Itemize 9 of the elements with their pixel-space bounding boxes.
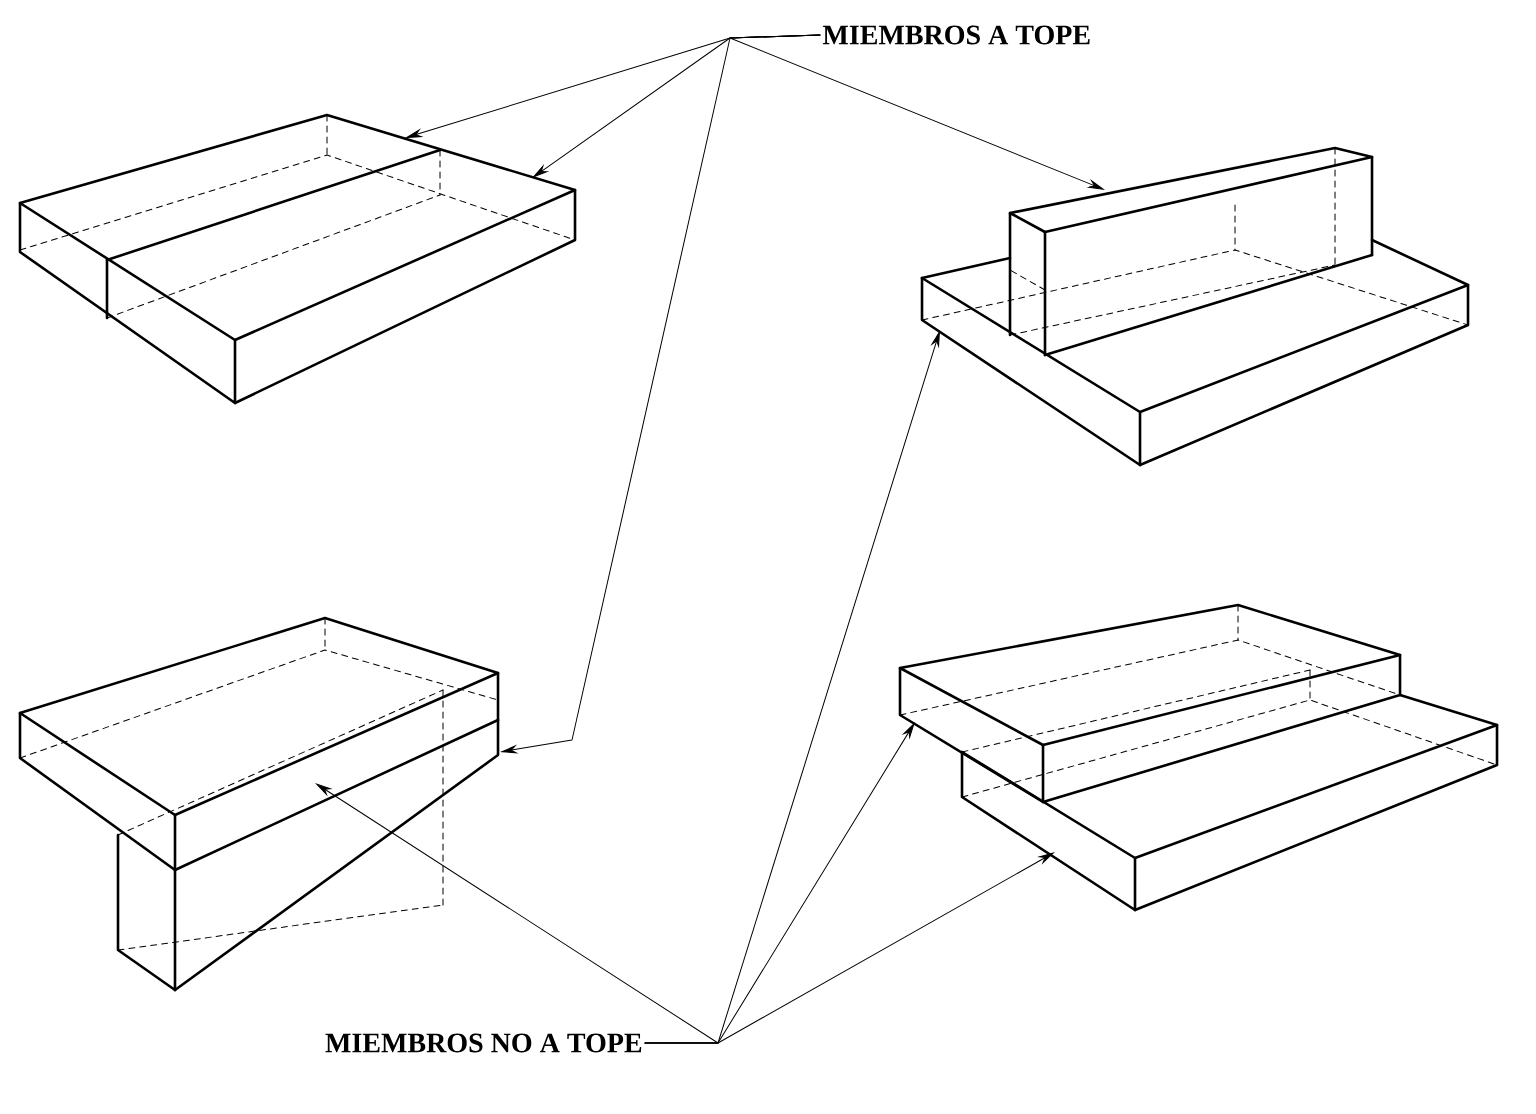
lap-plate-drawing: [898, 603, 1499, 912]
tee-slab-drawing: [18, 616, 500, 992]
tee-plate-drawing: [920, 146, 1470, 467]
label-text: MIEMBROS NO A TOPE: [325, 1033, 642, 1053]
leader-line: [644, 852, 1054, 1044]
leader-line: [501, 34, 821, 754]
label-text: MIEMBROS A TOPE: [822, 25, 1090, 45]
split-plate-drawing: [18, 113, 577, 405]
leader-line: [316, 783, 719, 1044]
